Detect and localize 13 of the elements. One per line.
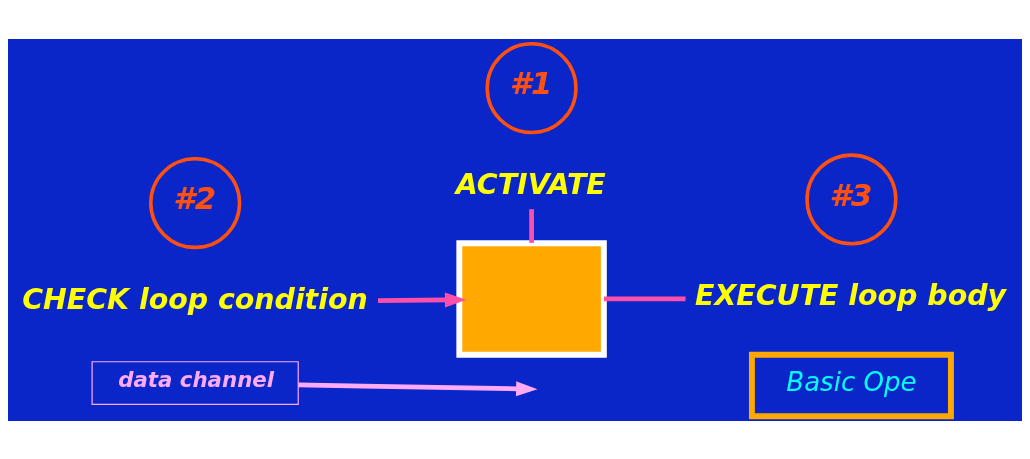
node-box: data channel: [91, 360, 299, 405]
node-text: ACTIVATE: [455, 167, 606, 201]
node-circle: #1: [485, 41, 578, 134]
node-circle: #3: [805, 152, 898, 246]
connector: [529, 208, 534, 243]
node-text: EXECUTE loop body: [695, 278, 1007, 312]
arrow: [378, 291, 467, 307]
node-text: CHECK loop condition: [22, 282, 368, 316]
node-box: Basic Ope: [748, 351, 954, 419]
connector: [604, 296, 686, 301]
node-circle: #2: [149, 156, 242, 249]
arrow: [298, 380, 538, 396]
node-box: [456, 239, 607, 358]
